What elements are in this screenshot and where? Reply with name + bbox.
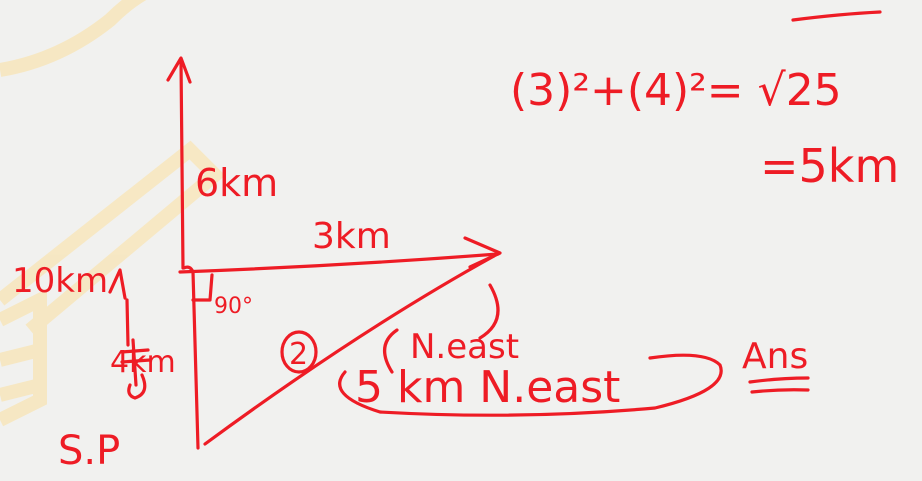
direction-open-paren [383, 328, 399, 374]
small-up-line [125, 298, 130, 347]
total-north-label: 10km [12, 261, 108, 301]
scribble-mark [120, 338, 152, 400]
calculation-result: =5km [760, 139, 899, 193]
watermark-decoration [0, 0, 226, 427]
ans-underline [748, 376, 810, 394]
start-vertical-line [182, 265, 200, 450]
north-arrow [166, 56, 192, 270]
east-leg-label: 3km [312, 216, 391, 257]
direction-close-paren [478, 283, 500, 340]
small-up-arrow [108, 268, 127, 300]
answer-text: 5 km N.east [355, 362, 620, 413]
right-angle-mark [191, 273, 214, 302]
first-leg-label: 4km [110, 345, 176, 380]
north-leg-label: 6km [195, 161, 278, 205]
answer-loop [338, 353, 723, 417]
step-number: 2 [289, 337, 308, 372]
ans-tag: Ans [742, 336, 808, 377]
step-circle [280, 330, 318, 374]
calculation-formula: (3)²+(4)²= √25 [510, 65, 842, 116]
resultant-vector [203, 254, 496, 446]
direction-label: N.east [410, 327, 519, 367]
sqrt-overline [791, 10, 882, 22]
start-point-label: S.P [58, 428, 120, 474]
angle-label: 90° [214, 294, 253, 319]
